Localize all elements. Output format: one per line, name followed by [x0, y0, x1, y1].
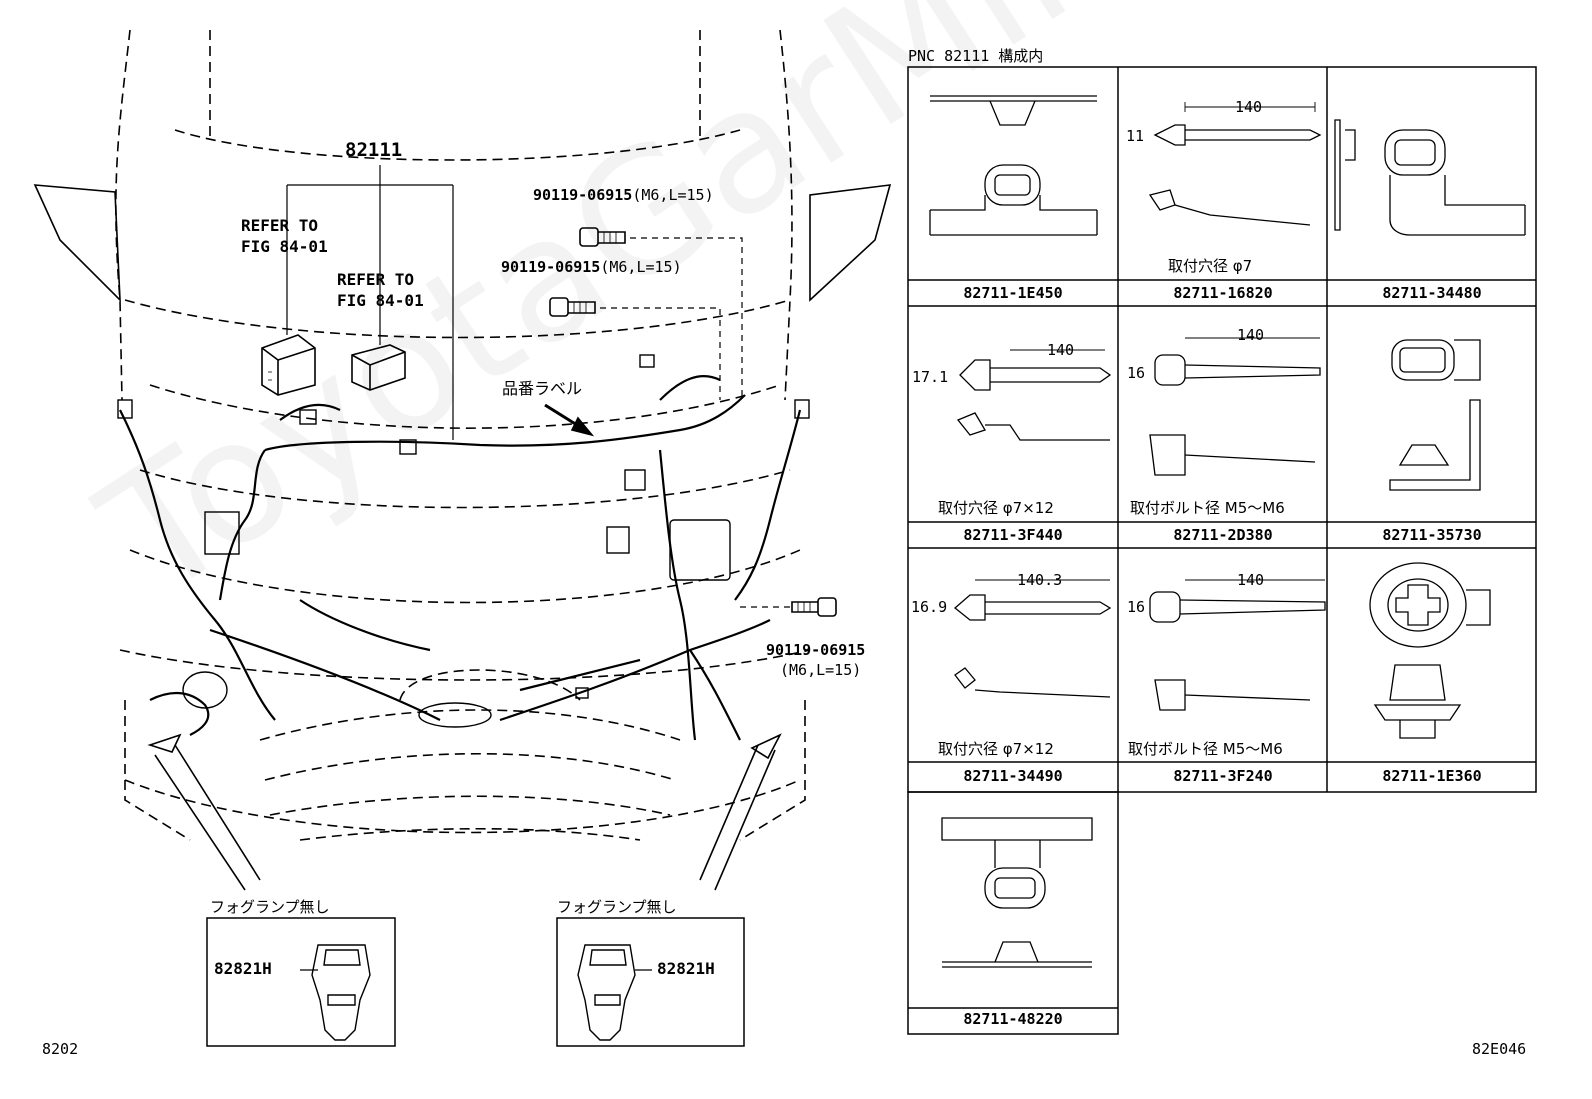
- main-part-number: 82111: [345, 139, 403, 161]
- cell-part-number: 82711-34480: [1382, 284, 1482, 302]
- fog-left-caption: フォグランプ無し: [210, 898, 330, 916]
- parts-table-grid: [907, 66, 1537, 1035]
- refer-label-2-line-2: FIG 84-01: [337, 291, 424, 310]
- fog-right-part: 82821H: [657, 959, 715, 978]
- part-label-tag: 品番ラベル: [502, 379, 583, 398]
- table-header: PNC 82111 構成内: [908, 47, 1044, 65]
- wire-harness: [119, 375, 802, 741]
- clip-34490-icon: [953, 579, 1112, 698]
- cell-note: 取付穴径 φ7×12: [938, 740, 1054, 758]
- bolt-label-2: 90119-06915(M6,L=15): [501, 258, 682, 276]
- clip-35730-icon: [1389, 339, 1481, 491]
- bolt-label-1: 90119-06915(M6,L=15): [533, 186, 714, 204]
- cell-part-number: 82711-1E360: [1382, 767, 1482, 785]
- fog-right-caption: フォグランプ無し: [557, 898, 677, 916]
- cell-part-number: 82711-2D380: [1173, 526, 1273, 544]
- bolt-icon: [579, 227, 626, 247]
- bolt-part-number: 90119-06915: [533, 186, 633, 204]
- fog-box-left: [206, 917, 396, 1047]
- refer-label-1-line-2: FIG 84-01: [241, 237, 328, 256]
- cell-part-number: 82711-48220: [963, 1010, 1063, 1028]
- fog-box-right: [556, 917, 745, 1047]
- bolt-spec: (M6,L=15): [632, 186, 714, 204]
- dim-height: 16: [1127, 364, 1146, 382]
- figure-code: 82E046: [1472, 1040, 1527, 1058]
- fog-plug-icon: [311, 944, 371, 1041]
- bolt-spec: (M6,L=15): [600, 258, 682, 276]
- cell-part-number: 82711-3F440: [963, 526, 1063, 544]
- refer-label-1-line-1: REFER TO: [241, 216, 319, 235]
- car-body-outline: [115, 29, 811, 841]
- connector-icon: [117, 354, 810, 728]
- dim-length: 140: [1235, 98, 1263, 116]
- bolt-label-3-part: 90119-06915: [766, 641, 866, 659]
- bolt-label-3-spec: (M6,L=15): [780, 661, 862, 679]
- fog-plug-icon: [577, 944, 636, 1041]
- dim-length: 140.3: [1017, 571, 1063, 589]
- cell-note: 取付穴径 φ7: [1168, 257, 1253, 275]
- clip-2D380-icon: [1149, 337, 1321, 476]
- cell-note: 取付ボルト径 M5～M6: [1130, 499, 1285, 517]
- callout-arrow: [699, 733, 782, 891]
- cell-part-number: 82711-16820: [1173, 284, 1273, 302]
- relay-block-icon: [351, 344, 406, 391]
- fog-left-part: 82821H: [214, 959, 272, 978]
- left-mirror: [33, 184, 121, 303]
- relay-block-icon: [261, 334, 316, 396]
- clip-1E450-icon: [929, 95, 1098, 236]
- clip-3F240-icon: [1149, 579, 1326, 711]
- bolt-part-number: 90119-06915: [501, 258, 601, 276]
- clip-34480-icon: [1334, 119, 1526, 236]
- dim-length: 140: [1047, 341, 1075, 359]
- cell-part-number: 82711-34490: [963, 767, 1063, 785]
- clip-16820-icon: [1148, 102, 1322, 226]
- right-mirror: [809, 184, 892, 302]
- bolt-icon: [791, 597, 837, 617]
- dim-height: 17.1: [912, 368, 949, 386]
- clip-48220-icon: [941, 817, 1093, 968]
- bolt-icon: [549, 297, 596, 317]
- dim-height: 11: [1126, 127, 1145, 145]
- cell-note: 取付穴径 φ7×12: [938, 499, 1054, 517]
- cell-part-number: 82711-3F240: [1173, 767, 1273, 785]
- dim-height: 16.9: [911, 598, 948, 616]
- cell-note: 取付ボルト径 M5～M6: [1128, 740, 1283, 758]
- clip-3F440-icon: [956, 349, 1112, 441]
- callout-arrow: [147, 733, 261, 891]
- refer-label-2-line-1: REFER TO: [337, 270, 415, 289]
- dim-height: 16: [1127, 598, 1146, 616]
- clip-1E360-icon: [1369, 562, 1491, 739]
- cell-part-number: 82711-35730: [1382, 526, 1482, 544]
- cell-part-number: 82711-1E450: [963, 284, 1063, 302]
- dim-length: 140: [1237, 326, 1265, 344]
- page-code: 8202: [42, 1040, 79, 1058]
- dim-length: 140: [1237, 571, 1265, 589]
